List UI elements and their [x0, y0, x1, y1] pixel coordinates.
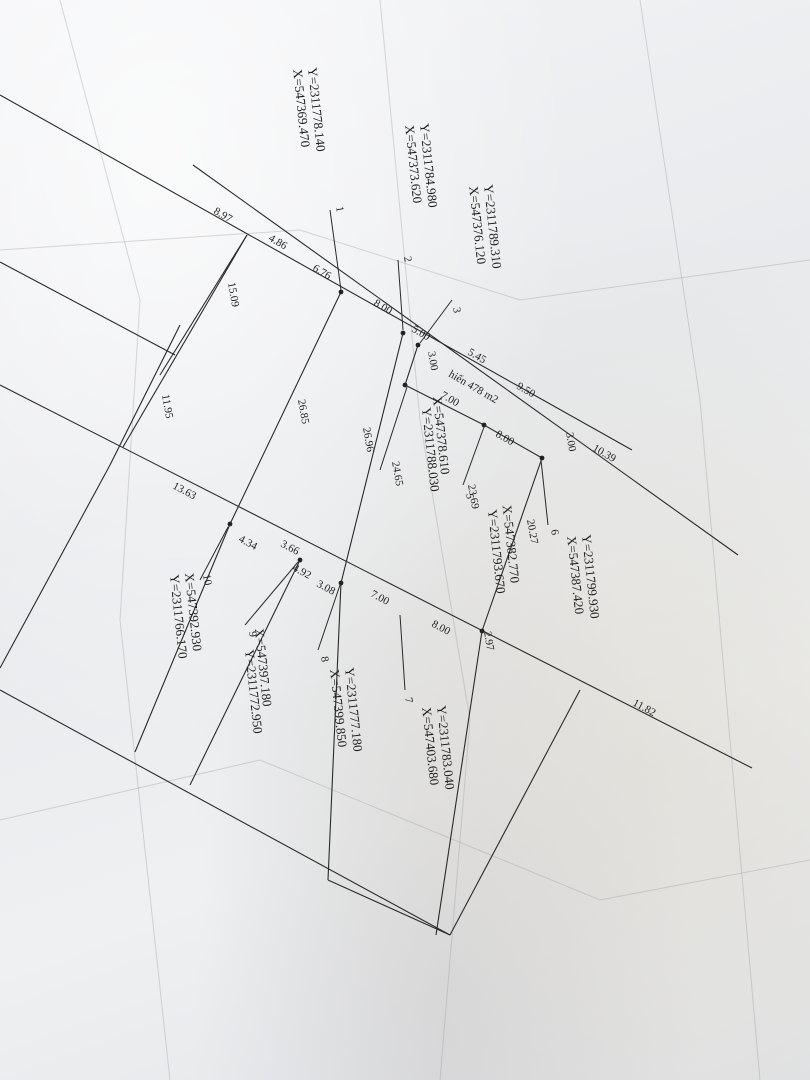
line-11-95: [109, 324, 181, 466]
point-numbers: 1 2 3 5 6 7 8 9 10: [200, 205, 561, 704]
dim-8-97: 8.97: [212, 205, 235, 225]
dim-3-08: 3.08: [315, 578, 338, 598]
leader-point-8: [317, 584, 341, 651]
dim-11-82: 11.82: [631, 697, 658, 719]
leader-point-9: [244, 561, 299, 626]
coord-point-1: Y=2311778.140 X=547369.470: [290, 67, 329, 153]
leader-point-6: [540, 459, 549, 526]
dim-8-00-bot: 8.00: [430, 618, 453, 638]
dim-2-97: 2.97: [481, 630, 496, 652]
line-8-down: [327, 582, 342, 881]
coord-point-5: Y=2311793.670 X=547382.770: [485, 504, 523, 594]
point-10-marker: [227, 521, 233, 527]
right-lower-parcel: [449, 689, 581, 936]
road-edge-lower: [192, 164, 739, 556]
dim-3-66: 3.66: [279, 538, 302, 558]
point-8-marker: [338, 580, 344, 586]
coord-point-3: Y=2311789.310 X=547376.120: [466, 184, 505, 270]
line-5-6: [483, 424, 543, 459]
dim-8-00-mid: 8.00: [494, 428, 517, 448]
west-parcel-side: [122, 234, 248, 448]
point-3-number: 3: [450, 306, 463, 314]
dim-7-00-b: 7.00: [369, 588, 392, 608]
coordinate-labels: Y=2311778.140 X=547369.470 Y=2311784.980…: [167, 67, 603, 791]
line-9-down: [189, 559, 301, 786]
point-5-marker: [481, 422, 487, 428]
dim-5-00: 5.00: [410, 323, 433, 343]
dim-3-00-a: 3.00: [425, 350, 440, 372]
dim-11-95: 11.95: [159, 393, 175, 420]
coord-point-4: Y=2311788.030 X=547378.610: [419, 396, 453, 493]
point-10-number: 10: [200, 573, 214, 586]
line-10-down: [134, 523, 231, 753]
point-5-number: 5: [463, 492, 476, 500]
point-8-number: 8: [318, 655, 331, 663]
lower-parcel-bottom: [327, 879, 451, 936]
dim-23-69: 23.69: [465, 483, 481, 510]
dim-15-09: 15.09: [225, 281, 241, 308]
point-4-marker: [402, 382, 408, 388]
coord-point-2: Y=2311784.980 X=547373.620: [402, 123, 441, 209]
leader-point-2: [397, 259, 404, 331]
coord-point-8: Y=2311777.180 X=547399.850: [327, 667, 366, 753]
point-7-marker: [479, 628, 485, 634]
line-15-09: [159, 234, 248, 376]
point-2-marker: [400, 330, 406, 336]
point-7-number: 7: [402, 696, 415, 704]
coord-point-7: Y=2311783.040 X=547403.680: [419, 705, 458, 791]
leader-point-3: [419, 299, 453, 344]
line-10-far-left: [0, 464, 111, 669]
point-2-number: 2: [401, 255, 414, 263]
point-1-number: 1: [333, 205, 346, 213]
road-edge-upper: [0, 94, 633, 451]
line-4-5: [404, 384, 485, 426]
dim-10-39: 10.39: [591, 442, 619, 465]
south-road-edge: [0, 384, 753, 769]
dim-4-34: 4.34: [237, 533, 260, 553]
point-markers: [227, 289, 545, 634]
line-2-9: [229, 291, 342, 525]
dim-26-85: 26.85: [295, 398, 311, 425]
line-3-4: [404, 344, 419, 386]
line-6-7: [481, 457, 543, 632]
dim-20-27: 20.27: [524, 518, 540, 545]
coord-point-6: Y=2311799.930 X=547387.420: [564, 534, 603, 620]
leader-point-7: [399, 614, 406, 691]
line-3-to-4-long: [340, 332, 404, 584]
point-9-number: 9: [246, 630, 259, 638]
point-1-marker: [338, 289, 344, 295]
lower-left-edge: [0, 689, 451, 936]
dim-26-96: 26.96: [360, 426, 376, 453]
leader-point-4: [379, 386, 408, 471]
coord-point-10: Y=2311766.170 X=547392.930: [167, 572, 205, 659]
leader-point-5: [462, 426, 485, 486]
coord-point-9: Y=2311772.950 X=547397.180: [242, 628, 275, 735]
point-3-marker: [415, 342, 421, 348]
leader-arrows: [199, 209, 549, 691]
point-6-number: 6: [548, 528, 561, 536]
left-upper-edge: [0, 261, 176, 356]
leader-point-10: [199, 526, 229, 581]
dim-4-86: 4.86: [267, 232, 290, 252]
leader-point-1: [329, 209, 342, 291]
point-6-marker: [539, 455, 545, 461]
point-9-marker: [297, 557, 303, 563]
boundary-lines: [0, 94, 753, 936]
dimension-labels: 8.97 4.86 6.76 8.00 5.00 5.45 9.50 10.39…: [159, 205, 658, 719]
dim-24-65: 24.65: [389, 460, 405, 487]
dim-4-92: 4.92: [291, 562, 314, 582]
dim-6-76: 6.76: [311, 262, 334, 282]
line-7-down: [435, 630, 483, 936]
dim-3-00-b: 3.00: [563, 431, 578, 453]
